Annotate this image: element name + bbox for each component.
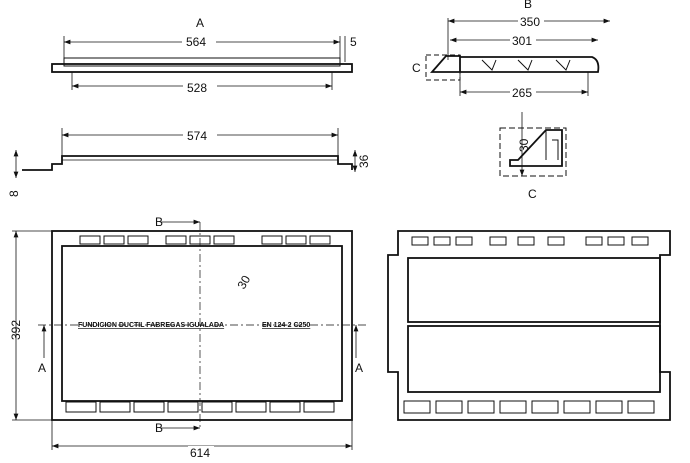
dim-301: 301 <box>512 34 532 48</box>
underside-hatched-bottom <box>407 325 661 393</box>
side-profile <box>22 155 353 171</box>
stamp-standard: EN 124-2 C250 <box>262 322 310 329</box>
section-a-label: A <box>196 16 204 30</box>
dim-265: 265 <box>512 86 532 100</box>
dim-392: 392 <box>9 320 23 340</box>
dim-30-detail: 30 <box>517 138 531 152</box>
dim-36: 36 <box>357 154 371 168</box>
detail-c-label: C <box>528 187 537 201</box>
underside-hatched-top <box>407 257 661 323</box>
frame-profile <box>51 63 353 73</box>
dim-564: 564 <box>186 35 206 49</box>
dim-8: 8 <box>7 190 21 197</box>
dim-528: 528 <box>187 81 207 95</box>
dim-614: 614 <box>190 446 210 460</box>
section-b-label: B <box>524 0 532 11</box>
dim-350: 350 <box>520 15 540 29</box>
dim-30-angle: 30 <box>234 273 253 292</box>
stamp-manufacturer: FUNDICION DUCTIL FABREGAS IGUALADA <box>78 322 224 329</box>
cover-hatched <box>61 245 343 402</box>
section-a-left-marker[interactable]: A <box>38 361 46 375</box>
section-a-right-marker[interactable]: A <box>355 361 363 375</box>
vent-slots-top <box>79 235 331 245</box>
dim-574: 574 <box>187 129 207 143</box>
cover-profile <box>63 57 341 67</box>
detail-c-marker <box>425 54 461 81</box>
detail-c-view: 30 C <box>499 112 567 201</box>
dim-5: 5 <box>350 35 357 49</box>
plan-view-top: FUNDICION DUCTIL FABREGAS IGUALADA EN 12… <box>9 215 366 460</box>
plan-view-bottom <box>387 230 671 421</box>
vent-slots-bottom <box>65 401 335 413</box>
frame-underside-outline <box>387 230 671 421</box>
section-a-view: A 564 5 528 <box>51 16 357 95</box>
side-view: 574 36 8 <box>7 128 371 197</box>
detail-c-callout: C <box>412 61 421 75</box>
section-b-top-marker[interactable]: B <box>155 215 163 229</box>
section-b-bottom-marker[interactable]: B <box>155 421 163 435</box>
section-b-view: B 350 301 C 265 <box>412 0 610 100</box>
frame-outline <box>51 230 353 421</box>
